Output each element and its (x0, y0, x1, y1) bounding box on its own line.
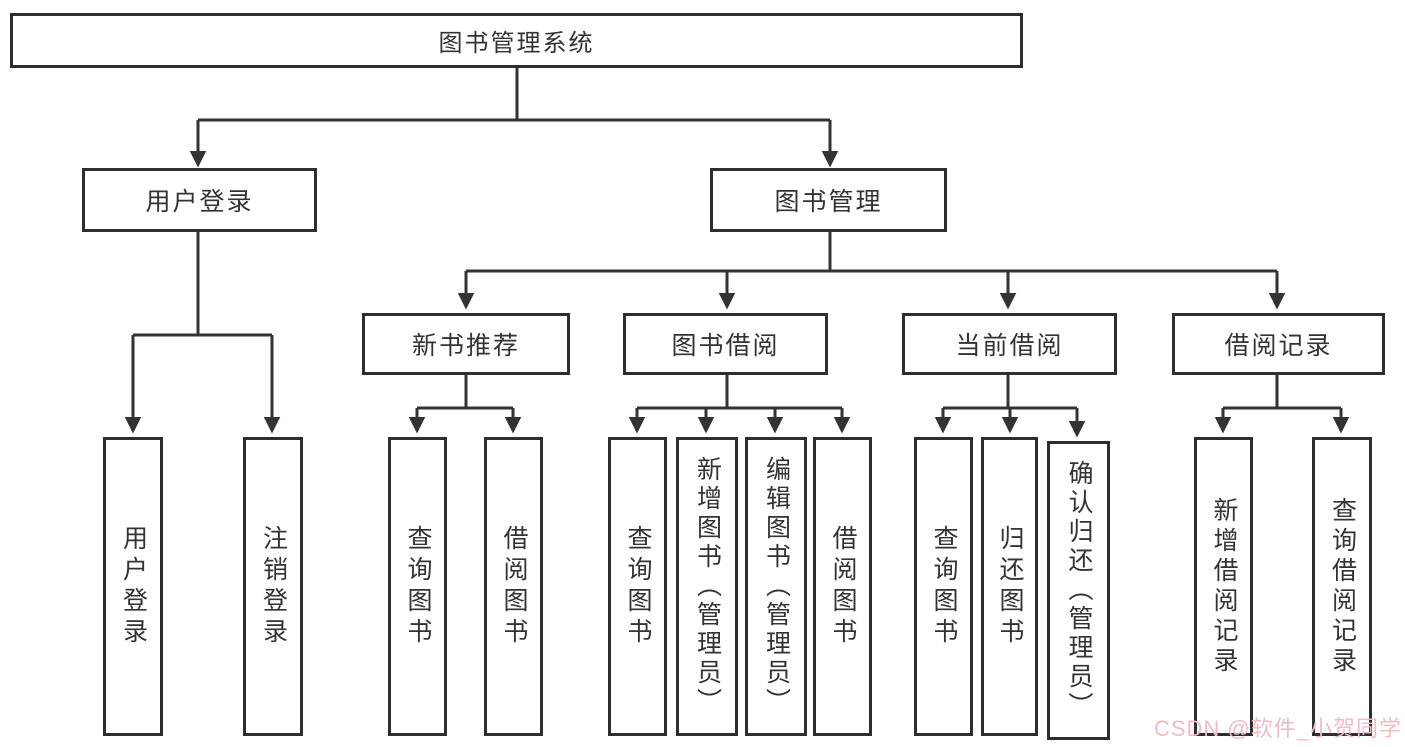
leaf-add-borrow-record: 新增借阅记录 (1194, 437, 1253, 736)
leaf-query-books-recommend: 查询图书 (388, 437, 447, 736)
leaf-return-books: 归还图书 (981, 437, 1038, 736)
node-current-borrowing: 当前借阅 (902, 313, 1117, 375)
node-borrowing-records: 借阅记录 (1172, 313, 1385, 375)
leaf-borrow-books-borrowing: 借阅图书 (813, 437, 872, 736)
leaf-edit-book-admin: 编辑图书（管理员） (745, 437, 807, 736)
leaf-query-books-current: 查询图书 (914, 437, 973, 736)
leaf-confirm-return-admin: 确认归还（管理员） (1047, 441, 1110, 740)
leaf-logout: 注销登录 (243, 437, 303, 736)
csdn-watermark: CSDN @软件_小贺同学 (1153, 716, 1402, 741)
node-user-login-module: 用户登录 (82, 168, 317, 232)
leaf-user-login: 用户登录 (103, 437, 163, 736)
node-book-management-module: 图书管理 (710, 168, 947, 232)
leaf-query-books-borrowing: 查询图书 (608, 437, 667, 736)
leaf-borrow-books-recommend: 借阅图书 (484, 437, 543, 736)
node-new-book-recommendation: 新书推荐 (362, 313, 570, 375)
leaf-query-borrow-record: 查询借阅记录 (1312, 437, 1372, 736)
node-library-management-system: 图书管理系统 (10, 13, 1023, 68)
leaf-add-book-admin: 新增图书（管理员） (676, 437, 738, 736)
node-book-borrowing: 图书借阅 (623, 313, 828, 375)
